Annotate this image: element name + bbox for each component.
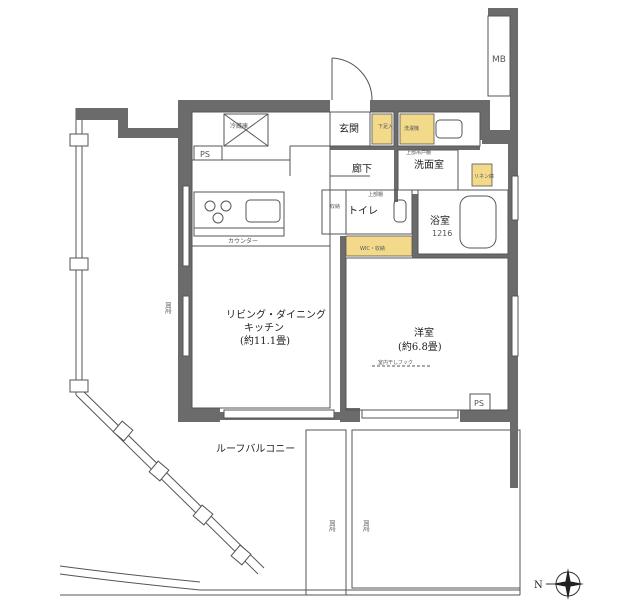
rail-posts: [69, 133, 252, 566]
washroom-label: 洗面室: [414, 158, 444, 171]
ldk-name2: キッチン: [244, 322, 284, 334]
bath-label: 浴室: [430, 214, 450, 227]
accent-storage: [345, 113, 493, 257]
compass-north: N: [534, 580, 543, 591]
counter-label: カウンター: [228, 237, 258, 245]
western-area: (約6.8畳): [398, 340, 442, 353]
closet-label: WIC・収納: [360, 245, 385, 252]
interior-lines: [191, 111, 509, 411]
upper-shelf2-label: 上部棚: [368, 191, 383, 198]
bath-size-label: 1216: [432, 229, 452, 238]
hooks-label: 室内干しフック: [378, 359, 413, 366]
entrance-door: [331, 57, 373, 101]
ldk-name: リビング・ダイニング: [226, 308, 326, 321]
balcony-outline: [59, 108, 521, 596]
ps-bottom-label: PS: [474, 399, 484, 408]
fridge-label: 冷蔵庫: [230, 122, 248, 130]
mb-label: MB: [492, 55, 506, 65]
balcony-label: ルーフバルコニー: [216, 443, 295, 455]
entrance-label: 玄関: [339, 122, 359, 135]
storage3-label: 下足入: [378, 124, 393, 130]
ps-top-label: PS: [200, 150, 210, 159]
washer-label: 洗濯機: [404, 125, 419, 132]
western-name: 洋室: [414, 326, 434, 339]
toilet-label: トイレ: [348, 206, 378, 217]
linen-label: リネン庫: [474, 173, 494, 180]
corridor-label: 廊下: [352, 162, 372, 175]
ldk-area: (約11.1畳): [240, 334, 290, 347]
stove: [204, 200, 232, 224]
compass-icon: [546, 568, 584, 600]
mb-box: [487, 15, 511, 97]
windows: [182, 175, 519, 419]
fixed-label-3: 固定: [362, 520, 370, 532]
upper-shelf-label: 上部吊戸棚: [406, 149, 431, 156]
fixed-label-2: 固定: [328, 520, 336, 532]
fixed-label-1: 固定: [164, 302, 172, 314]
storage1-label: 収納: [330, 203, 340, 210]
